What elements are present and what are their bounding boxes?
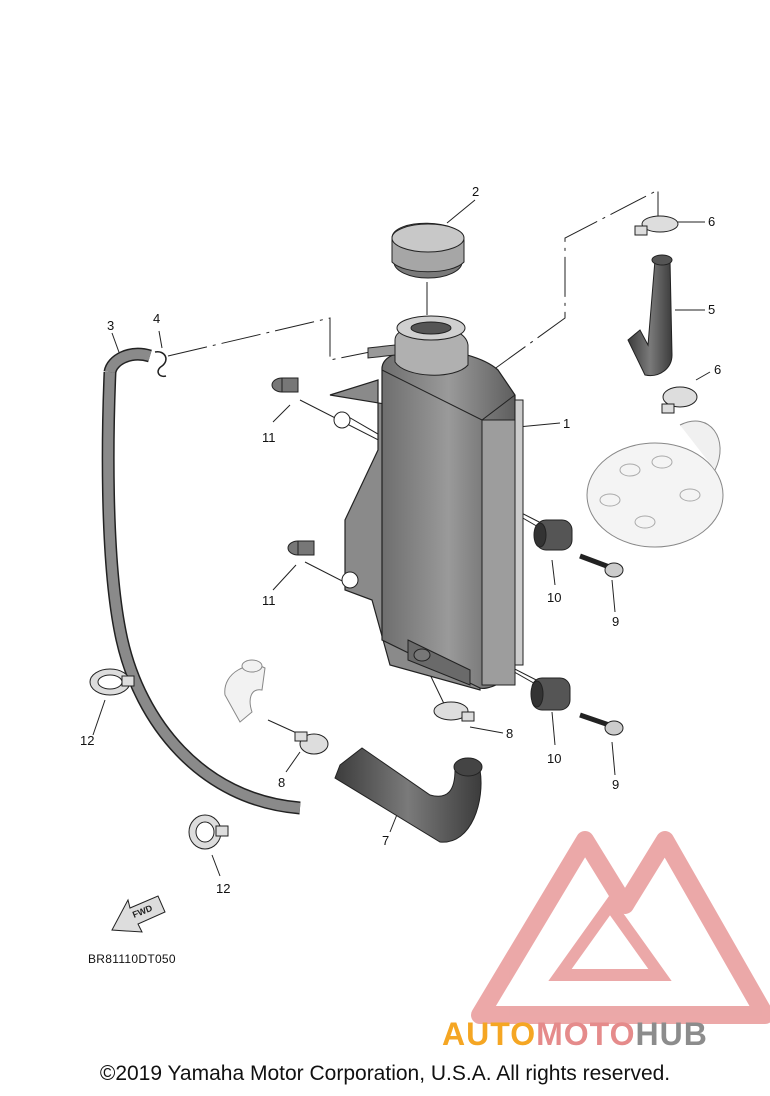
bolt-9-lower-shape bbox=[579, 712, 624, 736]
clamp-6-top-shape bbox=[634, 215, 679, 236]
callout-4: 4 bbox=[153, 311, 160, 326]
callout-5: 5 bbox=[708, 302, 715, 317]
copyright-notice: ©2019 Yamaha Motor Corporation, U.S.A. A… bbox=[99, 1062, 671, 1085]
callout-9-upper: 9 bbox=[612, 614, 619, 629]
callout-12-upper: 12 bbox=[80, 733, 94, 748]
bolt-11-upper-shape bbox=[271, 377, 299, 393]
cylinder-head-shape bbox=[586, 420, 724, 548]
callout-10-lower: 10 bbox=[547, 751, 561, 766]
radiator-cap-shape bbox=[391, 222, 465, 279]
callout-12-lower: 12 bbox=[216, 881, 230, 896]
hose-5-shape bbox=[627, 254, 673, 377]
watermark-logo-icon bbox=[471, 831, 770, 1024]
diagram-code: BR81110DT050 bbox=[88, 952, 176, 966]
pipe-fitting-shape bbox=[224, 659, 266, 723]
callout-labels: 1 2 3 4 5 6 6 7 8 8 9 9 10 10 11 11 12 1… bbox=[80, 184, 721, 896]
callout-6-bottom: 6 bbox=[714, 362, 721, 377]
clip-4-shape bbox=[154, 351, 167, 378]
grommet-10-lower-shape bbox=[530, 677, 571, 711]
callout-6-top: 6 bbox=[708, 214, 715, 229]
watermark-moto: MOTO bbox=[536, 1016, 635, 1052]
forward-arrow-icon: FWD bbox=[111, 895, 166, 933]
callout-11-upper: 11 bbox=[262, 430, 276, 445]
callout-8-right: 8 bbox=[506, 726, 513, 741]
callout-7: 7 bbox=[382, 833, 389, 848]
callout-8-left: 8 bbox=[278, 775, 285, 790]
clamp-12-lower-shape bbox=[188, 814, 229, 850]
callout-lines bbox=[92, 199, 711, 877]
callout-10-upper: 10 bbox=[547, 590, 561, 605]
callout-2: 2 bbox=[472, 184, 479, 199]
clamp-8-right-shape bbox=[433, 701, 475, 722]
hose-7-shape bbox=[334, 747, 483, 843]
radiator-shape bbox=[329, 315, 524, 691]
clamp-12-upper-shape bbox=[89, 668, 135, 696]
hose-3-shape bbox=[101, 347, 301, 815]
grommet-10-upper-shape bbox=[533, 519, 573, 551]
watermark-text: AUTOMOTOHUB bbox=[442, 1016, 708, 1052]
clamp-8-left-shape bbox=[294, 731, 329, 755]
bolt-11-lower-shape bbox=[287, 540, 315, 556]
callout-3: 3 bbox=[107, 318, 114, 333]
callout-11-lower: 11 bbox=[262, 593, 276, 608]
callout-9-lower: 9 bbox=[612, 777, 619, 792]
watermark-hub: HUB bbox=[635, 1016, 707, 1052]
clamp-6-bottom-shape bbox=[661, 386, 698, 414]
watermark-auto: AUTO bbox=[442, 1016, 536, 1052]
callout-1: 1 bbox=[563, 416, 570, 431]
bolt-9-upper-shape bbox=[579, 553, 624, 578]
